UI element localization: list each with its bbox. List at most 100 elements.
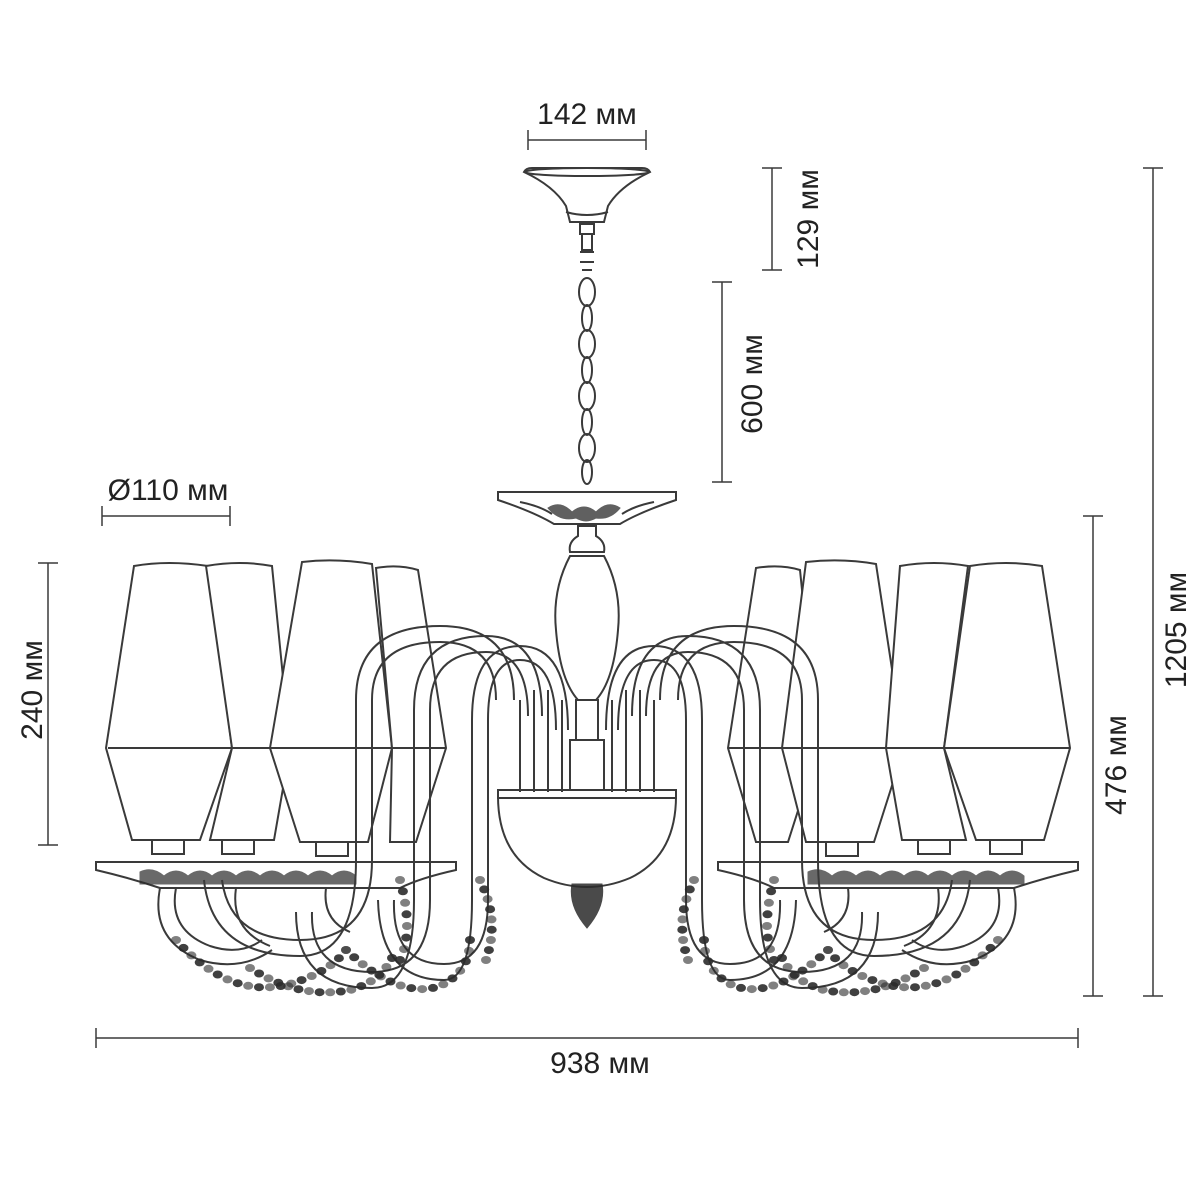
crystal-bead xyxy=(985,943,996,952)
lamp-shade xyxy=(884,562,970,855)
body-height-label: 476 мм xyxy=(1100,715,1133,815)
crystal-bead xyxy=(778,977,789,986)
crystal-bead xyxy=(482,895,493,904)
crystal-bead xyxy=(194,958,205,967)
crystal-bead xyxy=(203,964,214,973)
crystal-bead xyxy=(395,956,405,964)
crystal-bead xyxy=(356,982,367,991)
crystal-bead xyxy=(788,972,799,981)
crystal-bead xyxy=(880,982,891,991)
crystal-bead xyxy=(677,915,688,924)
crystal-bead xyxy=(222,975,233,984)
lamp-shade xyxy=(374,565,448,843)
crystal-bead xyxy=(807,982,818,991)
crystal-bead xyxy=(736,983,746,992)
crystal-bead xyxy=(960,964,971,973)
crystal-bead xyxy=(254,983,264,992)
crystal-bead xyxy=(683,956,693,964)
lamp-shade xyxy=(104,562,234,855)
canopy-height-label: 129 мм xyxy=(792,169,825,269)
crystal-bead xyxy=(341,946,351,954)
crystal-bead xyxy=(465,936,475,944)
crystal-bead xyxy=(716,974,727,983)
crystal-bead xyxy=(485,905,496,914)
crystal-bead xyxy=(366,966,377,975)
crystal-bead xyxy=(171,936,181,944)
crystal-bead xyxy=(762,922,772,930)
crystal-bead xyxy=(325,988,336,997)
crystal-bead xyxy=(708,966,719,975)
crystal-bead xyxy=(777,954,787,962)
crystal-bead xyxy=(806,960,817,969)
crystal-bead xyxy=(828,987,839,996)
crystal-bead xyxy=(941,975,952,984)
crystal-bead xyxy=(485,936,496,944)
total-width-label: 938 мм xyxy=(550,1047,650,1080)
crystal-bead xyxy=(920,981,931,990)
crystal-bead xyxy=(417,985,428,994)
dimension-lines xyxy=(38,130,1163,1048)
crystal-bead xyxy=(689,876,699,884)
crystal-bead xyxy=(304,987,314,996)
crystal-bead xyxy=(847,967,858,975)
crystal-bead xyxy=(838,988,849,997)
crystal-bead xyxy=(703,957,714,966)
shade-height-label: 240 мм xyxy=(16,640,49,740)
ceiling-canopy xyxy=(522,167,652,251)
crystal-bead xyxy=(860,987,870,996)
crystal-bead xyxy=(919,964,929,972)
lamp-shade xyxy=(204,562,292,855)
crystal-bead xyxy=(306,972,317,980)
crystal-bead xyxy=(455,966,466,975)
crystal-bead xyxy=(402,922,412,930)
crystal-bead xyxy=(700,946,710,955)
crystal-bead xyxy=(346,985,357,994)
crystal-bead xyxy=(232,979,243,988)
crystal-bead xyxy=(899,983,910,992)
crystal-bead xyxy=(381,963,392,971)
crystal-bead xyxy=(798,977,809,986)
crystal-bead xyxy=(400,898,411,907)
crystal-bead xyxy=(186,951,197,960)
crystal-bead xyxy=(684,885,695,894)
crystal-bead xyxy=(399,945,409,954)
crystal-bead xyxy=(867,976,878,985)
lamp-shade xyxy=(780,559,906,857)
crystal-bead xyxy=(838,961,849,970)
crystal-bead xyxy=(769,876,779,884)
crystal-bead-strings xyxy=(171,876,1003,997)
crystal-bead xyxy=(483,946,494,955)
crystal-bead xyxy=(293,985,304,994)
crystal-bead xyxy=(677,925,688,934)
crystal-bead xyxy=(486,915,497,924)
crystal-bead xyxy=(481,956,491,964)
crystal-bead xyxy=(757,984,768,993)
crystal-bead xyxy=(283,982,294,991)
crystal-bead xyxy=(296,976,307,985)
crystal-bead xyxy=(951,970,962,979)
crystal-bead xyxy=(314,988,325,997)
crystal-bead xyxy=(678,905,689,914)
crystal-bead xyxy=(385,977,396,986)
crystal-bead xyxy=(993,936,1003,944)
crystal-bead xyxy=(428,983,438,992)
crystal-bead xyxy=(817,985,828,994)
crystal-bead xyxy=(746,985,757,994)
crystal-bead xyxy=(178,943,189,952)
crystal-bead xyxy=(316,967,327,975)
upper-dish xyxy=(497,491,677,525)
crystal-bead xyxy=(765,945,775,954)
crystal-bead xyxy=(335,987,346,996)
crystal-bead xyxy=(401,910,412,919)
crystal-bead xyxy=(349,953,360,962)
crystal-bead xyxy=(447,974,458,983)
crystal-bead xyxy=(273,978,284,987)
crystal-bead xyxy=(681,895,692,904)
crystal-bead xyxy=(365,977,376,986)
crystal-bead xyxy=(387,954,397,962)
crystal-bead xyxy=(678,936,689,944)
crystal-bead xyxy=(857,972,868,980)
crystal-bead xyxy=(909,969,920,978)
crystal-bead xyxy=(264,983,275,992)
